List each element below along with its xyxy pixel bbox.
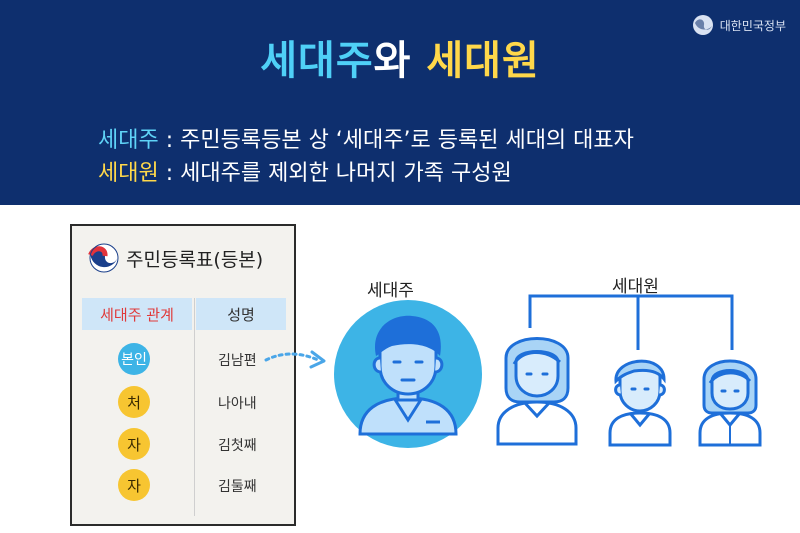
header-banner: 대한민국정부 세대주와 세대원 세대주 : 주민등록등본 상 ‘세대주’로 등록… bbox=[0, 0, 800, 205]
resident-registration-document: 주민등록표(등본) 세대주 관계 성명 본인 김남편 처 나아내 자 김첫째 자… bbox=[70, 224, 296, 526]
column-header-relation: 세대주 관계 bbox=[82, 298, 192, 330]
taegeuk-emblem-icon bbox=[88, 243, 119, 273]
gov-logo-text: 대한민국정부 bbox=[719, 18, 786, 33]
head-of-household-label: 세대주 bbox=[367, 281, 414, 301]
table-row-name: 김첫째 bbox=[218, 438, 257, 454]
definition-members: 세대원 : 세대주를 제외한 나머지 가족 구성원 bbox=[98, 155, 512, 187]
arrow-icon bbox=[264, 350, 326, 369]
document-header: 주민등록표(등본) bbox=[88, 242, 263, 274]
definition-head-term: 세대주 bbox=[98, 128, 159, 153]
definition-head-text: : 주민등록등본 상 ‘세대주’로 등록된 세대의 대표자 bbox=[158, 128, 634, 153]
relation-badge-child: 자 bbox=[118, 428, 150, 460]
table-row-name: 김남편 bbox=[218, 353, 257, 369]
definition-members-term: 세대원 bbox=[98, 161, 159, 186]
household-members-bracket bbox=[528, 294, 734, 350]
relation-badge-self: 본인 bbox=[118, 343, 150, 375]
child-icon bbox=[698, 359, 762, 447]
document-title: 주민등록표(등본) bbox=[126, 248, 264, 271]
gov-logo: 대한민국정부 bbox=[692, 14, 786, 36]
relation-badge-child: 자 bbox=[118, 469, 150, 501]
child-icon bbox=[608, 359, 672, 447]
definition-members-text: : 세대주를 제외한 나머지 가족 구성원 bbox=[158, 161, 512, 186]
title-part-members: 세대원 bbox=[426, 38, 540, 84]
column-divider bbox=[194, 298, 195, 516]
head-of-household-icon bbox=[334, 300, 482, 448]
table-row-name: 나아내 bbox=[218, 396, 257, 412]
relation-badge-spouse: 처 bbox=[118, 386, 150, 418]
title-part-head: 세대주 bbox=[260, 38, 374, 84]
household-members-label: 세대원 bbox=[612, 277, 659, 297]
column-header-name: 성명 bbox=[196, 298, 286, 330]
title-part-and: 와 bbox=[373, 38, 427, 84]
table-row-name: 김둘째 bbox=[218, 479, 257, 495]
definition-head: 세대주 : 주민등록등본 상 ‘세대주’로 등록된 세대의 대표자 bbox=[98, 122, 634, 154]
taegeuk-icon bbox=[692, 15, 713, 35]
page-title: 세대주와 세대원 bbox=[0, 28, 800, 86]
spouse-icon bbox=[496, 337, 578, 446]
